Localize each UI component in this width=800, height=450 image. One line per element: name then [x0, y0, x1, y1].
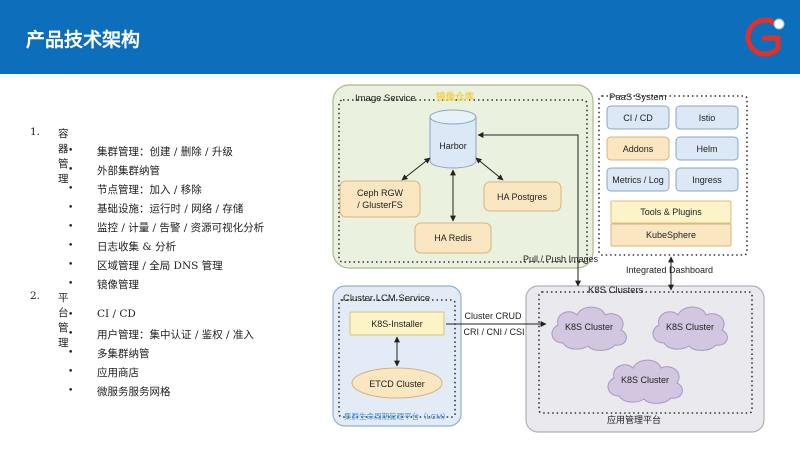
istio-box: [675, 105, 739, 130]
list-item: 微服务服务网格: [97, 386, 171, 398]
ceph-label-2: / GlusterFS: [357, 200, 403, 210]
bullet-icon: •: [68, 260, 74, 270]
paas-title: PaaS System: [609, 92, 667, 103]
postgres-label: HA Postgres: [497, 192, 548, 202]
postgres-node: HA Postgres: [483, 181, 562, 212]
dashboard-label: Integrated Dashboard: [626, 265, 713, 275]
ingress-box: [675, 167, 739, 192]
ceph-node: Ceph RGW / GlusterFS: [339, 180, 421, 218]
bullet-icon: •: [68, 184, 74, 194]
cicd-label: CI / CD: [623, 113, 653, 123]
bullet-icon: •: [68, 386, 74, 396]
section-heading: 容器管理: [58, 128, 69, 185]
lcm-footer: 集群生命周期管理平台（LCM）: [344, 411, 450, 421]
ceph-label: Ceph RGW: [357, 188, 404, 198]
list-item: 监控 / 计量 / 告警 / 资源可视化分析: [97, 222, 265, 234]
k8s-cluster-cloud-1: K8S Cluster: [551, 306, 627, 351]
harbor-label: Harbor: [439, 141, 467, 151]
bullet-icon: •: [68, 222, 74, 232]
redis-label: HA Redis: [434, 233, 472, 243]
ingress-label: Ingress: [692, 175, 722, 185]
pull-push-label: Pull / Push Images: [523, 254, 599, 264]
list-item: 多集群纳管: [97, 348, 150, 360]
cluster-label-3: K8S Cluster: [621, 375, 669, 385]
slide-title: 产品技术架构: [26, 29, 141, 51]
list-item: 应用商店: [97, 367, 139, 379]
section-number: 1.: [30, 126, 41, 138]
image-service-title: Image Service: [355, 93, 416, 104]
bullet-icon: •: [68, 203, 74, 213]
section-heading: 平台管理: [58, 292, 69, 349]
list-item: 外部集群纳管: [97, 165, 160, 177]
image-service-subtitle: 镜像仓库: [436, 91, 475, 103]
tools-plugins-label: Tools & Plugins: [640, 207, 702, 217]
istio-label: Istio: [699, 113, 716, 123]
installer-box: [349, 311, 445, 336]
bullet-icon: •: [68, 310, 74, 320]
harbor-ceph-arrow: [401, 157, 431, 181]
bullet-icon: •: [68, 329, 74, 339]
harbor-node: Harbor: [429, 109, 477, 169]
kubesphere-box: [610, 223, 732, 247]
k8s-cluster-cloud-3: K8S Cluster: [607, 359, 683, 404]
etcd-label: ETCD Cluster: [369, 379, 425, 389]
k8s-clusters-group: K8S Clusters K8S Cluster K8S Cluster K8S…: [525, 285, 765, 433]
helm-box: [675, 136, 739, 161]
metrics-label: Metrics / Log: [612, 175, 664, 185]
cri-label: CRI / CNI / CSI: [463, 327, 524, 337]
addons-label: Addons: [623, 144, 654, 154]
list-item: 集群管理：创建 / 删除 / 升级: [97, 146, 233, 158]
helm-label: Helm: [696, 144, 717, 154]
section-number: 2.: [30, 290, 41, 302]
bullet-icon: •: [68, 146, 74, 156]
bullet-icon: •: [68, 279, 74, 289]
kubesphere-label: KubeSphere: [646, 230, 696, 240]
bullet-icon: •: [68, 367, 74, 377]
list-item: 基础设施：运行时 / 网络 / 存储: [97, 203, 244, 215]
clusters-footer: 应用管理平台: [607, 414, 661, 425]
k8s-cluster-cloud-2: K8S Cluster: [652, 306, 728, 351]
metrics-box: [606, 167, 670, 192]
tools-plugins-box: [610, 200, 732, 224]
crud-label: Cluster CRUD: [464, 311, 522, 321]
cicd-box: [606, 105, 670, 130]
lcm-title: Cluster LCM Service: [343, 293, 430, 304]
bullet-icon: •: [68, 348, 74, 358]
list-item: 区域管理 / 全局 DNS 管理: [97, 260, 223, 272]
title-bar: 产品技术架构: [0, 0, 800, 74]
clusters-title: K8S Clusters: [588, 285, 644, 296]
etcd-node: [351, 367, 443, 399]
list-item: 用户管理：集中认证 / 鉴权 / 准入: [97, 329, 254, 341]
list-item: 节点管理：加入 / 移除: [97, 184, 202, 196]
addons-box: [606, 136, 670, 161]
cluster-label-1: K8S Cluster: [565, 322, 613, 332]
list-item: 日志收集 & 分析: [97, 241, 177, 253]
lcm-service-group: Cluster LCM Service K8S-Installer ETCD C…: [332, 285, 462, 427]
pull-push-arrow: [477, 132, 581, 287]
image-service-group: Image Service 镜像仓库 Harbor Ceph RGW / Glu…: [332, 84, 594, 269]
company-logo-icon: [745, 17, 785, 57]
list-item: 镜像管理: [97, 279, 139, 291]
list-item: CI / CD: [97, 308, 136, 320]
redis-node: HA Redis: [414, 222, 492, 254]
paas-system-group: PaaS System CI / CD Istio Addons Helm Me…: [598, 92, 748, 256]
bullet-icon: •: [68, 241, 74, 251]
cluster-label-2: K8S Cluster: [666, 322, 714, 332]
bullet-icon: •: [68, 165, 74, 175]
installer-label: K8S-Installer: [371, 319, 423, 329]
